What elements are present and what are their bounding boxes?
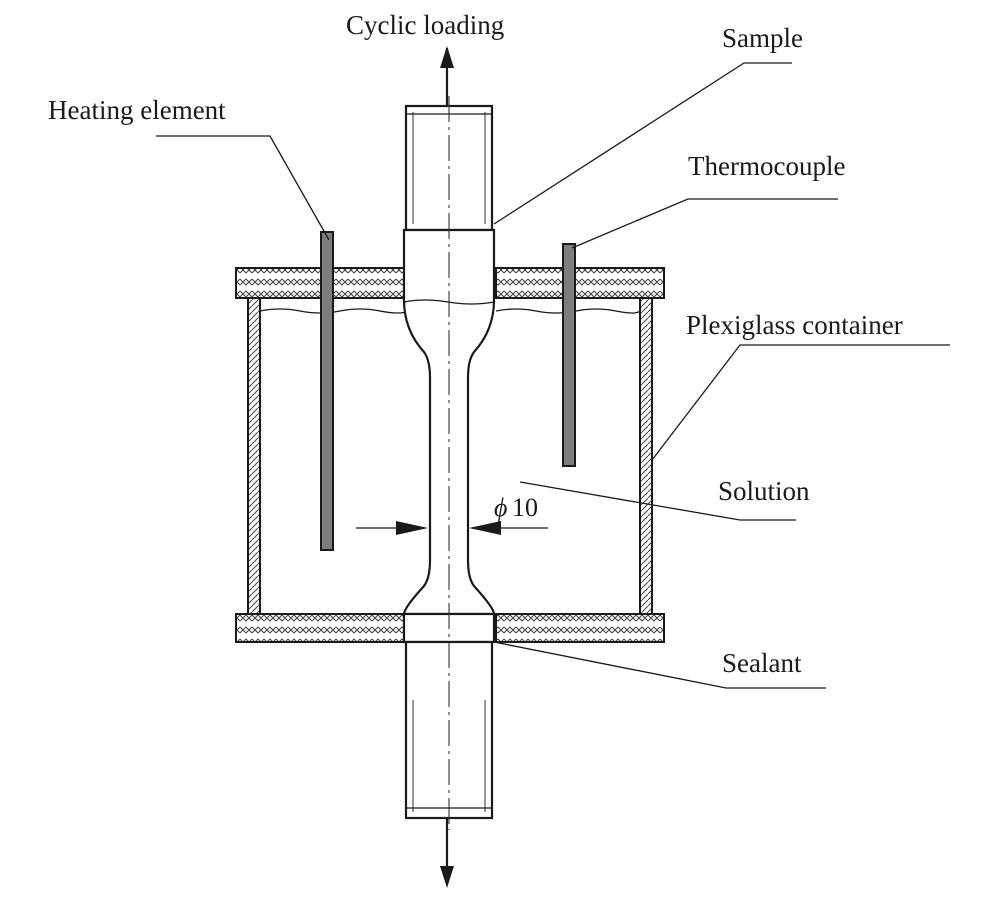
- bottom-base-left: [235, 613, 405, 643]
- loading-arrows: [440, 46, 454, 888]
- heating-element-rod: [320, 231, 334, 551]
- thermocouple-label: Thermocouple: [688, 151, 845, 181]
- cyclic-loading-label: Cyclic loading: [346, 10, 504, 40]
- diameter-dimension: ϕ 10: [356, 493, 548, 535]
- container-left-wall: [247, 281, 261, 629]
- top-lid-right: [495, 267, 665, 299]
- sample-specimen: [402, 96, 496, 830]
- sample-leader: [493, 62, 792, 225]
- leader-lines: [156, 62, 950, 689]
- thermocouple-leader: [571, 198, 838, 249]
- plexiglass-container-leader: [651, 344, 950, 461]
- solution-leader: [519, 481, 796, 521]
- dimension-arrow-left-icon: [396, 521, 428, 535]
- top-load-arrowhead-icon: [440, 46, 454, 68]
- plexiglass-container-label: Plexiglass container: [686, 310, 903, 340]
- container-right-wall: [639, 281, 653, 629]
- bottom-base-right: [495, 613, 665, 643]
- solution-label: Solution: [718, 476, 810, 506]
- heating-element-label: Heating element: [48, 95, 226, 125]
- dimension-arrow-right-icon: [469, 521, 501, 535]
- diameter-symbol: ϕ: [494, 493, 507, 522]
- sealant-leader: [493, 641, 826, 689]
- bottom-load-arrowhead-icon: [440, 866, 454, 888]
- sample-label: Sample: [722, 23, 803, 53]
- heating-element-leader: [156, 135, 330, 241]
- thermocouple-rod: [562, 243, 576, 467]
- diameter-value: 10: [512, 493, 538, 522]
- sealant-label: Sealant: [722, 648, 802, 678]
